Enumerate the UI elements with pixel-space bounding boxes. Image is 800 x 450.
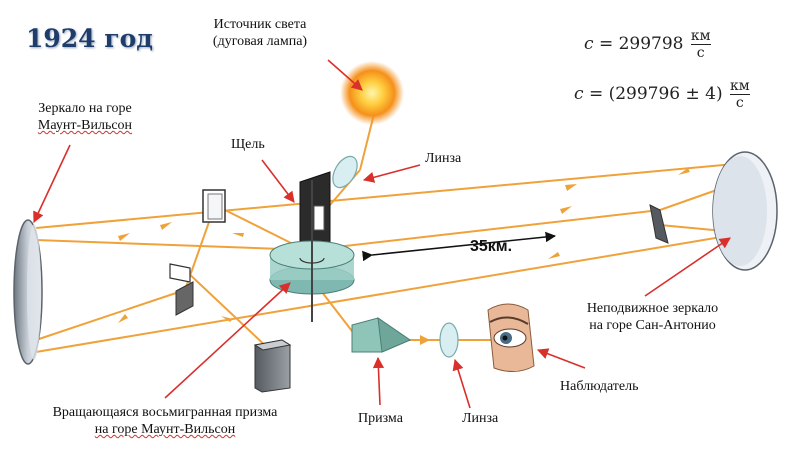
fixed-mirror-line-2: на горе Сан-Антонио [589, 318, 716, 333]
formula-2-unit-den: c [735, 95, 744, 111]
formula-1-unit: км c [690, 28, 711, 61]
mirror-wilson-label: Зеркало на горе Маунт-Вильсон [20, 100, 150, 134]
mirror-mount-wilson [13, 219, 43, 365]
observer-eye-icon [487, 303, 535, 372]
formula-1-unit-num: км [690, 28, 711, 45]
prism-label: Призма [358, 411, 403, 426]
lens-top-label: Линза [425, 151, 462, 166]
fixed-mirror-line-1: Неподвижное зеркало [586, 301, 719, 316]
octagon-prism-label: Вращающаяся восьмигранная призма на горе… [15, 404, 315, 438]
gray-block [253, 339, 292, 393]
mirror-wilson-line-1: Зеркало на горе [38, 101, 132, 116]
octagon-prism-line-2: на горе Маунт-Вильсон [94, 422, 236, 437]
distance-arrow [362, 231, 557, 262]
flat-mirror-right [649, 204, 669, 244]
formula-2-unit: км c [730, 78, 750, 111]
prism-observer [351, 316, 412, 353]
annotation-arrows [33, 59, 731, 409]
formula-2-lhs: c [574, 84, 584, 104]
lens-top [332, 155, 358, 189]
fixed-mirror-label: Неподвижное зеркало на горе Сан-Антонио [560, 300, 745, 334]
year-title: 1924 год [26, 24, 153, 53]
octagon-prism-line-1: Вращающаяся восьмигранная призма [52, 405, 278, 420]
mirror-san-antonio [712, 151, 778, 271]
formula-1-value: = 299798 [598, 34, 684, 54]
formula-2-value: = (299796 ± 4) [588, 84, 723, 104]
observer-label: Наблюдатель [560, 379, 639, 394]
light-source-label: Источник света (дуговая лампа) [200, 16, 320, 50]
formula-1-lhs: c [584, 34, 594, 54]
light-source-line-1: Источник света [213, 17, 307, 32]
speed-formula-1: c = 299798 км c [584, 28, 711, 61]
formula-2-unit-num: км [730, 78, 750, 95]
arc-lamp-sun [340, 61, 404, 125]
formula-1-unit-den: c [696, 45, 705, 61]
lens-bottom [439, 322, 459, 358]
octagonal-prism [269, 180, 355, 322]
light-source-line-2: (дуговая лампа) [212, 34, 308, 49]
distance-label: 35км. [470, 238, 513, 255]
small-mirrors [169, 189, 226, 316]
lens-bottom-label: Линза [462, 411, 499, 426]
beam-arrows [118, 168, 690, 345]
mirror-wilson-line-2: Маунт-Вильсон [37, 118, 133, 133]
slit-label: Щель [231, 137, 265, 152]
speed-formula-2: c = (299796 ± 4) км c [574, 78, 750, 111]
